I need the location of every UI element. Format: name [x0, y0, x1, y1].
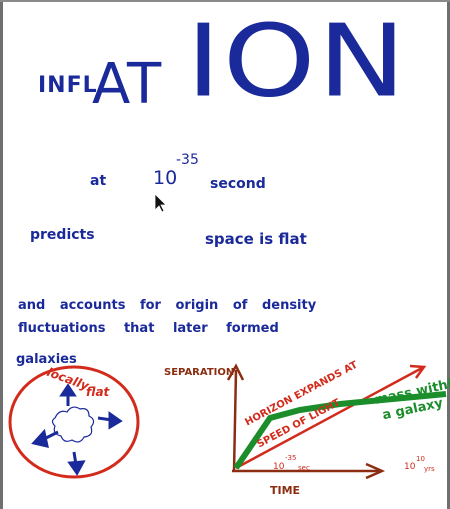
tick2-exp: 10 — [416, 455, 425, 463]
horizon-line — [235, 366, 423, 470]
predicts-text: predicts — [30, 227, 95, 243]
tick2-base: 10 — [404, 462, 416, 472]
tick1-base: 10 — [273, 462, 285, 472]
at-text: at — [90, 173, 107, 189]
red-circle — [8, 365, 140, 479]
y-axis — [232, 369, 238, 473]
wavy-blob — [51, 406, 95, 443]
title-part-1: INFL — [38, 73, 98, 98]
title-part-2: AT — [92, 52, 163, 117]
ten-base: 10 — [153, 167, 178, 189]
x-axis-label: TIME — [270, 484, 301, 497]
top-frame-border — [0, 0, 450, 2]
ten-exponent: -35 — [176, 152, 199, 168]
tick1-exp: -35 — [285, 454, 297, 462]
y-axis-label: SEPARATION — [164, 367, 235, 378]
tick1-unit: sec — [298, 464, 310, 472]
second-text: second — [210, 176, 266, 192]
mass-line — [233, 391, 447, 470]
galaxies-text: galaxies — [16, 352, 77, 367]
right-frame-border — [447, 0, 450, 509]
accounts-line: and accounts for origin of density — [18, 298, 317, 313]
fluctuations-line: fluctuations that later formed — [18, 321, 279, 336]
tick2-unit: yrs — [424, 465, 435, 473]
left-frame-border — [0, 0, 3, 509]
title-part-3: ION — [186, 2, 408, 120]
flat-label: flat — [86, 385, 110, 399]
space-is-flat-text: space is flat — [205, 230, 307, 248]
